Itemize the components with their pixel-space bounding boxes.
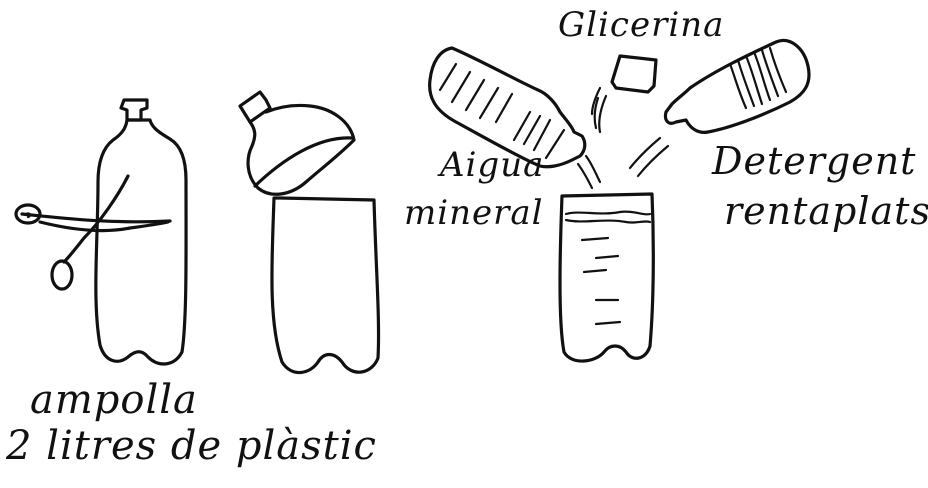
detergent-label: Detergent	[712, 142, 916, 180]
rentaplats-label: rentaplats	[724, 192, 928, 230]
caption-line-2: 2 litres de plàstic	[6, 426, 377, 466]
mixing-container-icon	[560, 194, 653, 361]
scissors-icon	[16, 176, 170, 289]
mineral-label: mineral	[404, 196, 544, 230]
aigua-label: Aigua	[440, 148, 544, 182]
glycerin-bottle-icon	[592, 56, 656, 132]
caption-line-1: ampolla	[30, 380, 198, 420]
glicerina-label: Glicerina	[558, 8, 724, 42]
cut-bottle-icon	[240, 92, 379, 373]
